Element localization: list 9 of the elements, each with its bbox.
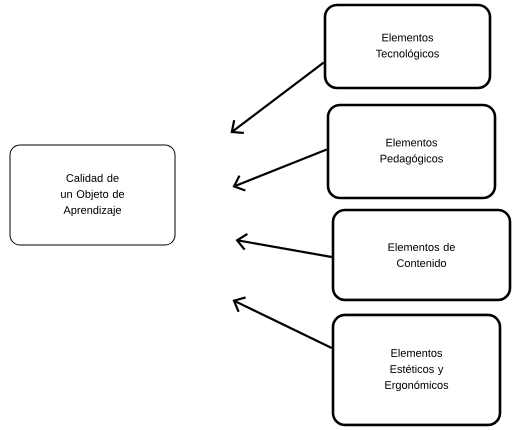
text-box: Elementos de Contenido (332, 208, 512, 302)
text-box: Elementos Estéticos y Ergonómicos (332, 314, 502, 426)
text-box: Elementos Pedagógicos (326, 104, 496, 200)
arrow (236, 233, 332, 258)
arrow (232, 148, 328, 192)
arrow (232, 296, 332, 349)
text-box: Calidad de un Objeto de Aprendizaje (10, 144, 176, 246)
arrow (230, 62, 324, 134)
text-box: Elementos Tecnológicos (324, 4, 492, 90)
